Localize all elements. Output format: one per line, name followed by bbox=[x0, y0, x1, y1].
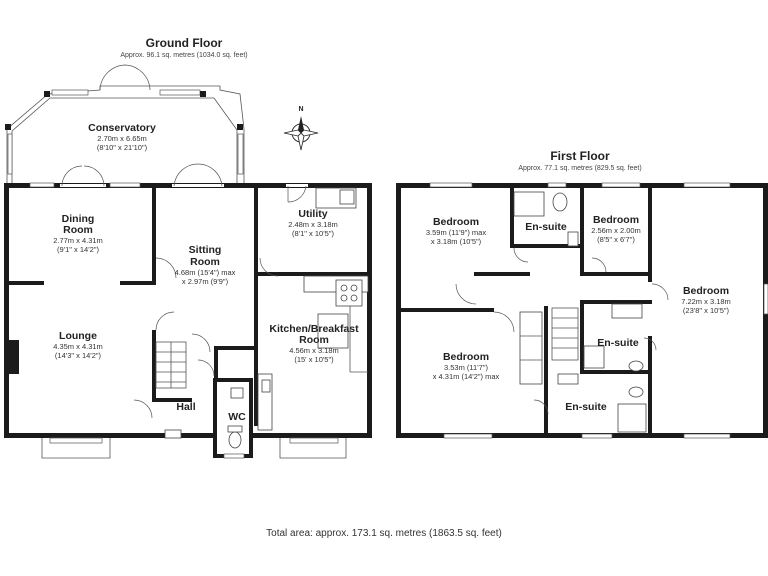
room-dim-bedroom-2-imperial: (8'5" x 6'7") bbox=[597, 235, 635, 244]
room-dim-kitchen: 4.56m x 3.18m bbox=[289, 346, 339, 355]
ground-floor-plan: Ground Floor Approx. 96.1 sq. metres (10… bbox=[4, 36, 372, 459]
conservatory-outline bbox=[5, 64, 245, 187]
room-dim-bedroom-4-imperial: x 4.31m (14'2") max bbox=[433, 372, 500, 381]
room-dim-conservatory: 2.70m x 6.65m bbox=[97, 134, 147, 143]
first-floor-stairs bbox=[551, 307, 579, 361]
ground-wall-south-right bbox=[250, 433, 372, 438]
first-floor-area: Approx. 77.1 sq. metres (829.5 sq. feet) bbox=[518, 165, 641, 172]
room-dim-sitting-imperial: x 2.97m (9'9") bbox=[182, 277, 229, 286]
ground-floor-title: Ground Floor bbox=[146, 36, 223, 50]
room-dim-utility-imperial: (8'1" x 10'5") bbox=[292, 229, 334, 238]
ground-wall-east bbox=[367, 183, 372, 438]
room-label-ensuite-2: En-suite bbox=[597, 337, 639, 349]
room-dim-kitchen-imperial: (15' x 10'5") bbox=[294, 355, 334, 364]
room-dim-bedroom-1-imperial: x 3.18m (10'5") bbox=[431, 237, 482, 246]
room-label-conservatory: Conservatory bbox=[88, 122, 156, 134]
room-dim-dining: 2.77m x 4.31m bbox=[53, 236, 103, 245]
compass-icon: N bbox=[283, 106, 319, 151]
room-dim-bedroom-1: 3.59m (11'9") max bbox=[426, 228, 486, 237]
room-dim-bedroom-3-imperial: (23'8" x 10'5") bbox=[683, 306, 730, 315]
room-dim-bedroom-3: 7.22m x 3.18m bbox=[681, 297, 731, 306]
room-label-dining: Dining bbox=[62, 213, 95, 225]
room-label-kitchen: Kitchen/Breakfast bbox=[269, 323, 359, 335]
ground-stairs bbox=[155, 341, 187, 389]
room-label-ensuite-1: En-suite bbox=[525, 221, 567, 233]
room-label-kitchen-2: Room bbox=[299, 334, 329, 346]
compass-north-label: N bbox=[298, 106, 303, 113]
room-label-bedroom-4: Bedroom bbox=[443, 351, 489, 363]
room-dim-lounge: 4.35m x 4.31m bbox=[53, 342, 103, 351]
room-label-dining-2: Room bbox=[63, 224, 93, 236]
room-label-sitting-2: Room bbox=[190, 256, 220, 268]
room-dim-bedroom-4: 3.53m (11'7") bbox=[444, 363, 488, 372]
room-dim-conservatory-imperial: (8'10" x 21'10") bbox=[97, 143, 148, 152]
room-label-lounge: Lounge bbox=[59, 330, 97, 342]
room-dim-bedroom-2: 2.56m x 2.00m bbox=[591, 226, 641, 235]
room-label-hall: Hall bbox=[176, 401, 195, 413]
first-floor-title: First Floor bbox=[550, 149, 610, 163]
room-label-ensuite-3: En-suite bbox=[565, 401, 607, 413]
room-dim-utility: 2.48m x 3.18m bbox=[288, 220, 338, 229]
ground-wall-south-left bbox=[4, 433, 216, 438]
room-label-bedroom-2: Bedroom bbox=[593, 214, 639, 226]
room-label-bedroom-3: Bedroom bbox=[683, 285, 729, 297]
room-dim-sitting: 4.68m (15'4") max bbox=[175, 268, 236, 277]
first-floor-plan: First Floor Approx. 77.1 sq. metres (829… bbox=[396, 149, 768, 439]
ground-wall-west bbox=[4, 186, 9, 438]
ground-floor-area: Approx. 96.1 sq. metres (1034.0 sq. feet… bbox=[120, 52, 247, 59]
room-label-bedroom-1: Bedroom bbox=[433, 216, 479, 228]
room-dim-lounge-imperial: (14'3" x 14'2") bbox=[55, 351, 102, 360]
room-label-utility: Utility bbox=[298, 208, 327, 220]
room-label-sitting: Sitting bbox=[189, 244, 222, 256]
room-dim-dining-imperial: (9'1" x 14'2") bbox=[57, 245, 99, 254]
room-label-wc: WC bbox=[228, 411, 246, 423]
total-area: Total area: approx. 173.1 sq. metres (18… bbox=[266, 528, 502, 539]
